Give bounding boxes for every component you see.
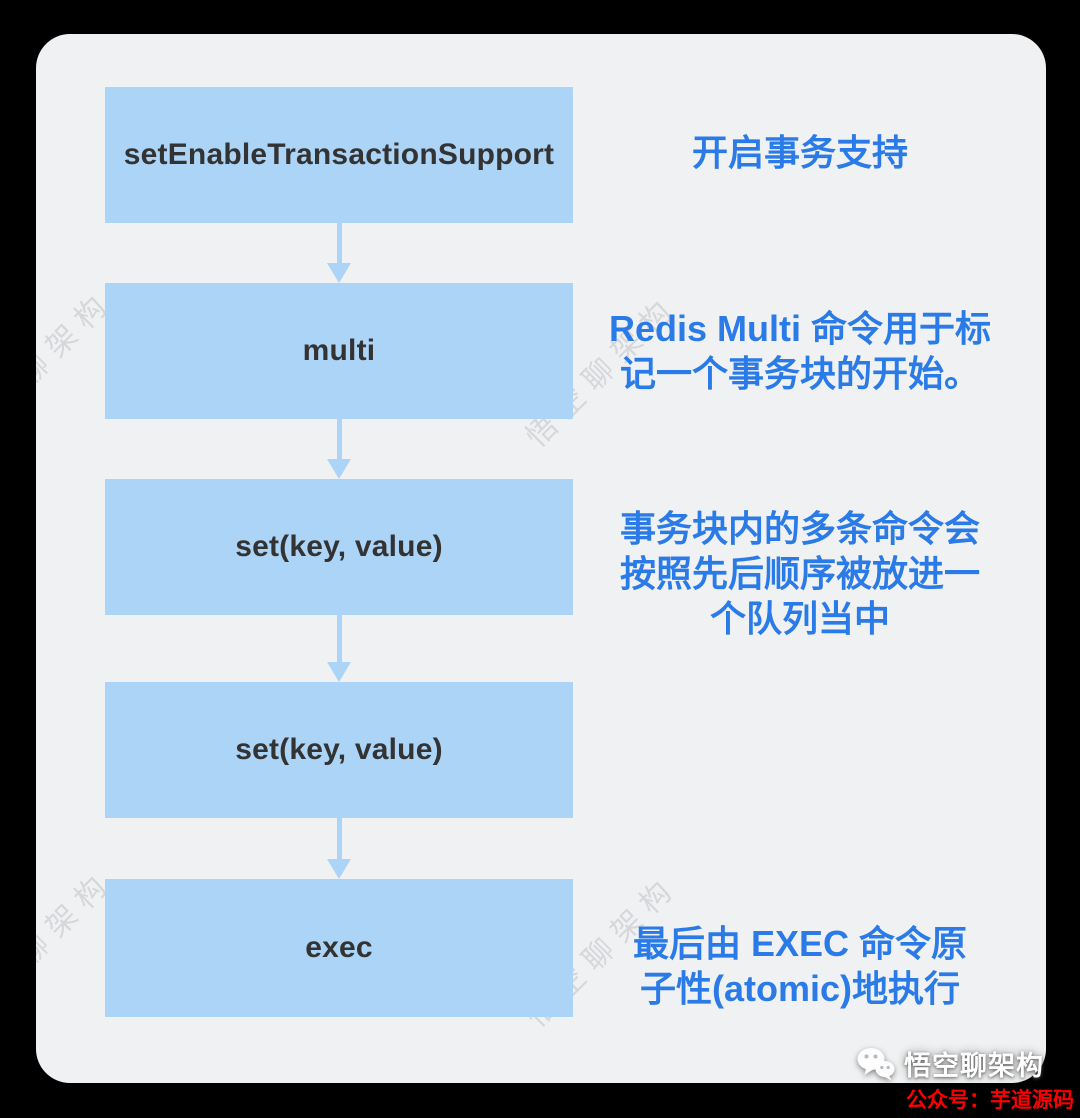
flow-step-label: multi bbox=[302, 334, 376, 367]
arrow-head bbox=[327, 662, 351, 682]
arrow-stem bbox=[336, 615, 342, 662]
arrow-head bbox=[327, 859, 351, 879]
flow-step-label: setEnableTransactionSupport bbox=[123, 138, 555, 171]
annotation-text: 最后由 EXEC 命令原 子性(atomic)地执行 bbox=[580, 921, 1020, 1011]
annotation-line: 开启事务支持 bbox=[691, 132, 908, 173]
arrow-head bbox=[327, 263, 351, 283]
annotation-line: 个队列当中 bbox=[709, 598, 890, 639]
flow-step-box: set(key, value) bbox=[105, 479, 573, 615]
arrow-stem bbox=[336, 419, 342, 459]
arrow-stem bbox=[336, 223, 342, 263]
flow-step-box: exec bbox=[105, 879, 573, 1017]
flow-arrow-down-icon bbox=[327, 223, 351, 283]
flow-arrow-down-icon bbox=[327, 818, 351, 879]
flow-arrow-down-icon bbox=[327, 419, 351, 479]
flow-step-box: set(key, value) bbox=[105, 682, 573, 818]
flow-step-box: setEnableTransactionSupport bbox=[105, 87, 573, 223]
brand-name: 悟空聊架构 bbox=[904, 1051, 1044, 1081]
flow-step-label: set(key, value) bbox=[235, 530, 443, 563]
annotation-line: 子性(atomic)地执行 bbox=[639, 968, 960, 1009]
annotation-line: 最后由 EXEC 命令原 bbox=[632, 923, 968, 964]
arrow-head bbox=[327, 459, 351, 479]
annotation-text: Redis Multi 命令用于标 记一个事务块的开始。 bbox=[580, 306, 1020, 396]
brand-badge: 悟空聊架构 bbox=[856, 1044, 1044, 1083]
flow-arrow-down-icon bbox=[327, 615, 351, 682]
annotation-text: 开启事务支持 bbox=[580, 132, 1020, 174]
annotation-line: 按照先后顺序被放进一 bbox=[619, 553, 980, 594]
flow-step-box: multi bbox=[105, 283, 573, 419]
flow-step-label: set(key, value) bbox=[235, 733, 443, 766]
annotation-text: 事务块内的多条命令会 按照先后顺序被放进一 个队列当中 bbox=[580, 506, 1020, 641]
annotation-line: 事务块内的多条命令会 bbox=[619, 508, 980, 549]
arrow-stem bbox=[336, 818, 342, 859]
wechat-icon bbox=[857, 1047, 895, 1080]
footer-caption: 公众号：芋道源码 bbox=[906, 1088, 1074, 1112]
annotation-line: 记一个事务块的开始。 bbox=[619, 353, 980, 394]
diagram-card: 悟空聊架构 悟空聊架构 悟空聊架构 悟空聊架构 setEnableTransac… bbox=[36, 34, 1046, 1083]
annotation-line: Redis Multi 命令用于标 bbox=[608, 308, 991, 349]
flow-step-label: exec bbox=[305, 931, 373, 964]
